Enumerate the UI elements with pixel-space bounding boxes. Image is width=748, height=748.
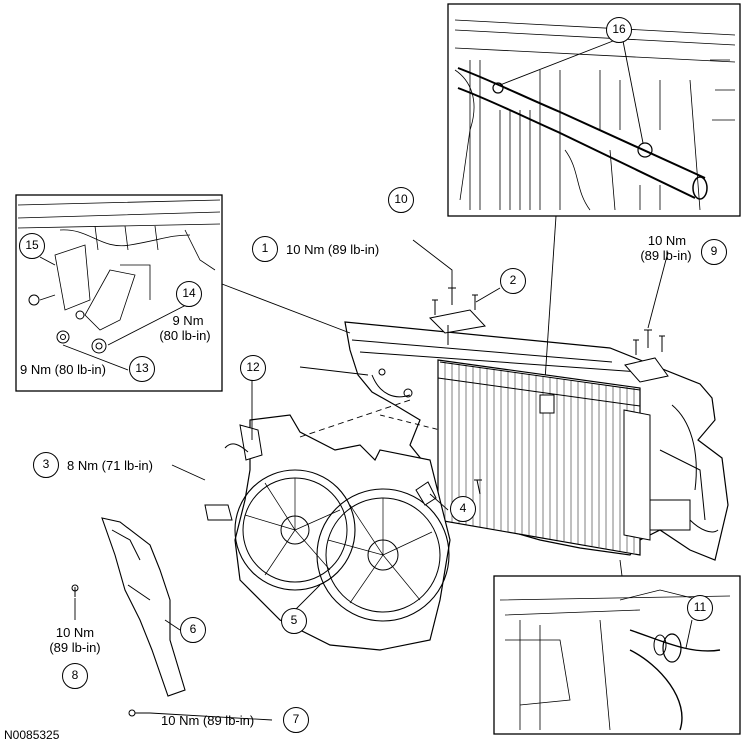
leader-lines — [74, 239, 669, 721]
callout-11: 11 — [687, 595, 713, 621]
callout-9: 9 — [701, 239, 727, 265]
torque-spec-1: 10 Nm (89 lb-in) — [286, 242, 380, 257]
torque-spec-8-line2: (89 lb-in) — [49, 640, 101, 655]
figure-id: N0085325 — [4, 728, 60, 742]
callout-12: 12 — [240, 355, 266, 381]
torque-spec-9-line2: (89 lb-in) — [640, 248, 692, 263]
bolts-callout-10 — [428, 287, 486, 345]
inset-top-right — [447, 3, 741, 381]
callout-4: 4 — [450, 496, 476, 522]
callout-13: 13 — [129, 356, 155, 382]
callout-1: 1 — [252, 236, 278, 262]
callout-2: 2 — [500, 268, 526, 294]
torque-spec-9-line1: 10 Nm — [647, 233, 687, 248]
callout-3: 3 — [33, 452, 59, 478]
radiator-core — [437, 359, 651, 556]
callout-14: 14 — [176, 281, 202, 307]
torque-spec-14-line2: (80 lb-in) — [159, 328, 211, 343]
torque-spec-13: 9 Nm (80 lb-in) — [20, 362, 106, 377]
bolts-callout-9 — [624, 329, 669, 383]
fan-shroud-assembly — [204, 414, 451, 651]
deflector-panel — [71, 517, 186, 717]
torque-spec-14-line1: 9 Nm — [172, 313, 204, 328]
inset-bottom-right — [493, 559, 741, 735]
callout-7: 7 — [283, 707, 309, 733]
callout-10: 10 — [388, 187, 414, 213]
callout-5: 5 — [281, 608, 307, 634]
torque-spec-3: 8 Nm (71 lb-in) — [67, 458, 153, 473]
torque-spec-8-line1: 10 Nm — [55, 625, 95, 640]
callout-15: 15 — [19, 233, 45, 259]
torque-spec-7: 10 Nm (89 lb-in) — [161, 713, 255, 728]
callout-8: 8 — [62, 663, 88, 689]
callout-6: 6 — [180, 617, 206, 643]
bolt-center — [474, 479, 482, 495]
callout-16: 16 — [606, 17, 632, 43]
